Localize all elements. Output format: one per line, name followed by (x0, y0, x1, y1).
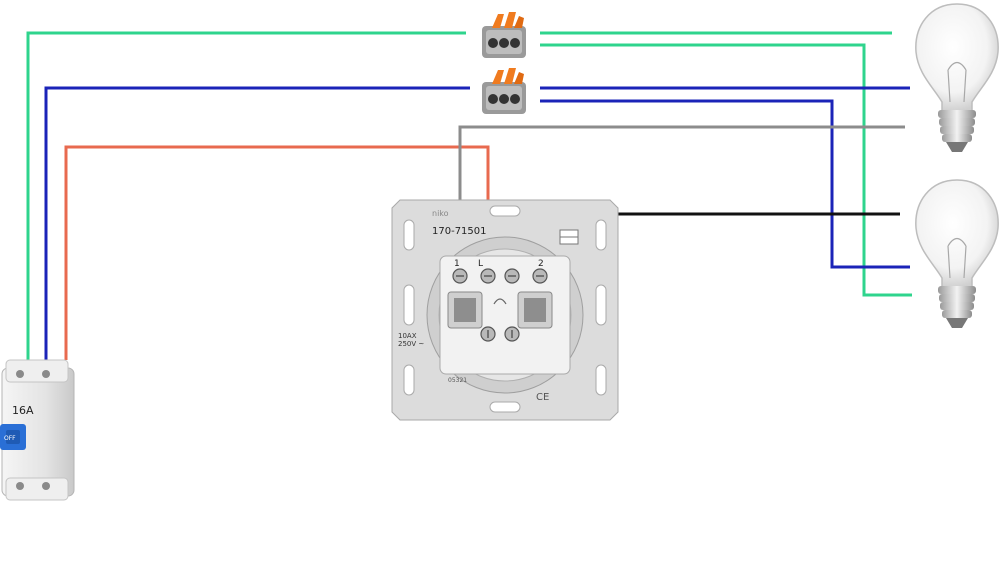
switch-code-label: 05321 (448, 377, 467, 384)
wall-switch-icon: niko 170-71501 1 L 2 10AX 250V ~ 05321 C… (391, 199, 619, 421)
terminal-screws (452, 268, 548, 342)
terminal-1-label: 1 (454, 259, 460, 269)
breaker-toggle-label: OFF (4, 435, 16, 442)
green-wire-lamp2 (540, 43, 912, 297)
blue-wire-lamp2 (540, 99, 910, 269)
light-bulb-icon (915, 179, 999, 328)
wago-connector-icon (482, 12, 526, 58)
terminal-l-label: L (478, 259, 483, 269)
ce-mark: CE (536, 392, 549, 403)
terminal-2-label: 2 (538, 259, 544, 269)
blue-wire-breaker (44, 86, 470, 360)
wago-connector-icon (482, 68, 526, 114)
switch-rating-line1: 10AX (398, 332, 417, 340)
switch-model-label: 170-71501 (432, 226, 487, 237)
light-bulb-icon (915, 3, 999, 152)
switch-brand-label: niko (432, 209, 449, 218)
breaker-rating-label: 16A (12, 404, 34, 417)
switch-rating-line2: 250V ~ (398, 340, 424, 348)
green-wire-breaker (26, 31, 466, 360)
circuit-breaker-icon: 16A OFF (0, 359, 75, 501)
